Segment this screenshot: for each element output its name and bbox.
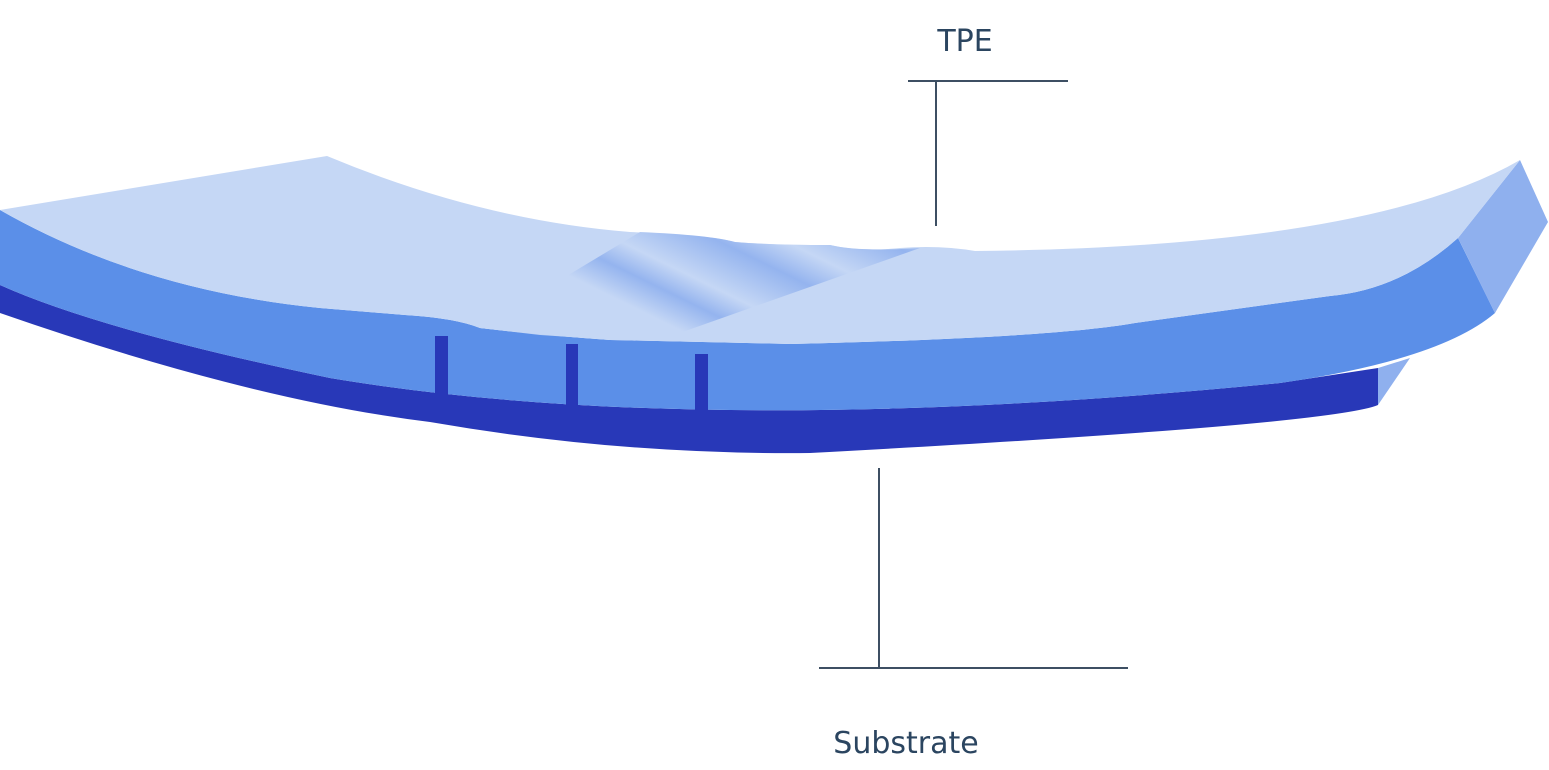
anchor-ridge <box>435 336 448 398</box>
tpe-front-face <box>0 210 1495 411</box>
anchor-ridge <box>566 344 578 410</box>
substrate-label: Substrate <box>833 726 979 761</box>
tpe-label: TPE <box>937 24 993 59</box>
tpe-side-face <box>1458 160 1548 313</box>
substrate-layer <box>0 285 1378 454</box>
substrate-side-face <box>1378 358 1410 405</box>
surface-texture <box>480 232 920 340</box>
anchor-ridge <box>695 354 708 416</box>
